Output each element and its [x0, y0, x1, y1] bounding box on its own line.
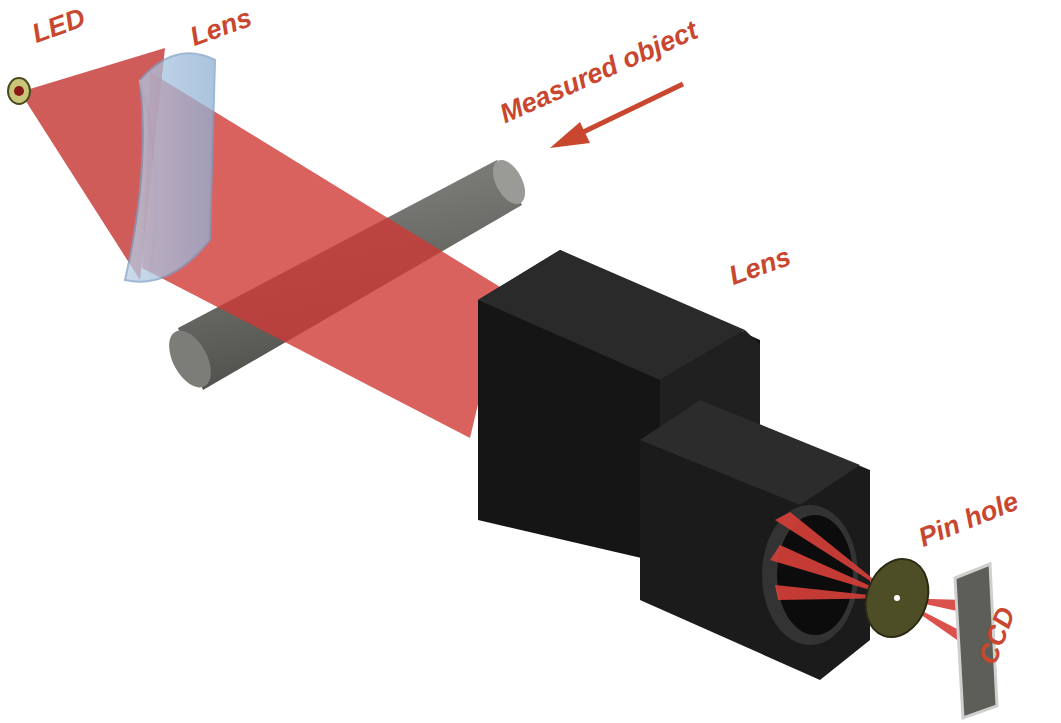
lens-housing	[478, 250, 870, 680]
part-label: LED	[29, 4, 89, 48]
part-label: Pin hole	[915, 488, 1022, 552]
collimating-lens	[125, 53, 215, 281]
pin-hole	[855, 550, 939, 646]
part-label: Lens	[187, 4, 255, 51]
led	[8, 78, 30, 104]
part-label: Lens	[726, 243, 794, 290]
part-label: Measured object	[496, 17, 702, 128]
